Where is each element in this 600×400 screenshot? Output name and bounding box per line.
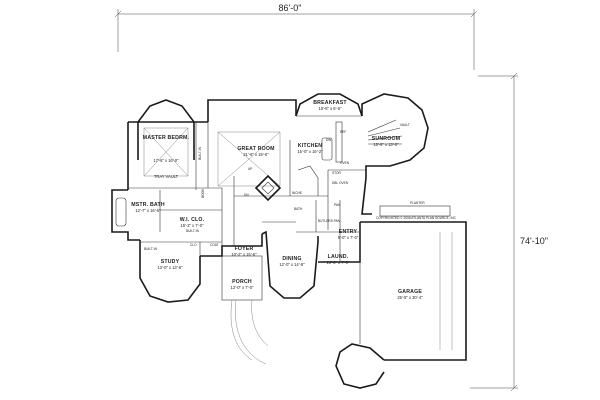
annotation-butlers-pan: BUTLERS PAN: [318, 219, 341, 223]
porch-outline: [221, 255, 269, 365]
annotation-planter: PLANTER: [410, 201, 425, 205]
room-name: BREAKFAST: [313, 100, 347, 106]
room-dining: DINING 12'-0" x 14'-8": [279, 256, 305, 267]
room-note: TRAY VAULT: [154, 174, 179, 179]
annotation-dn: DN: [244, 193, 249, 197]
annotation-closet: CLO: [190, 243, 197, 247]
room-kitchen: KITCHEN 15'-0" x 16'-2": [297, 143, 323, 154]
room-size: 25'-8" x 30'-4": [397, 295, 423, 300]
interior-walls: [128, 115, 366, 262]
annotation-pantry: PAN: [334, 203, 341, 207]
room-foyer: FOYER 10'-2" x 15'-6": [231, 246, 257, 257]
room-size: 17'-6" x 16'-0": [153, 158, 179, 163]
room-wi-clo: W.I. CLO. 15'-2" x 7'-0": [180, 217, 205, 228]
room-name: FOYER: [235, 246, 254, 252]
annotation-niche: NICHE: [292, 191, 302, 195]
annotation-built-in-master: BUILT-IN: [198, 146, 202, 160]
overall-depth-label: 74'-10": [520, 236, 548, 246]
annotation-built-in-bath: BUILT-IN: [186, 229, 200, 233]
room-name: STUDY: [161, 259, 180, 265]
room-mstr-bath: MSTR. BATH 12'-7" x 16'-6": [131, 202, 165, 213]
annotation-up: UP: [248, 167, 252, 171]
room-master-bedrm: MASTER BEDRM. 17'-6" x 16'-0" TRAY VAULT: [143, 135, 190, 179]
annotation-dbl-oven: DBL OVEN: [332, 181, 349, 185]
room-size: 21'-6" x 19'-0": [243, 152, 269, 157]
sunroom-stairs: [367, 119, 403, 145]
room-name: MSTR. BATH: [131, 202, 165, 208]
room-name: KITCHEN: [298, 143, 323, 149]
annotation-dw: DW: [326, 138, 331, 142]
room-size: 15'-6" x 13'-0": [373, 142, 399, 147]
room-size: 6'-0" x 7'-0": [338, 235, 359, 240]
room-size: 10'-2" x 15'-6": [231, 252, 257, 257]
annotation-stor: STOR: [332, 171, 341, 175]
room-name: SUNROOM: [372, 136, 401, 142]
fireplace: [254, 174, 282, 202]
room-size: 12'-0" x 7'-0": [231, 285, 254, 290]
annotation-ref: REF: [340, 130, 346, 134]
room-sunroom: SUNROOM 15'-6" x 13'-0": [372, 136, 401, 147]
overall-width-label: 86'-0": [279, 3, 302, 13]
bath-tub: [115, 197, 127, 227]
room-name: GARAGE: [398, 289, 422, 295]
annotation-oven: OVEN: [340, 161, 350, 165]
room-size: 10'-0" x 7'-0": [327, 260, 350, 265]
room-name: W.I. CLO.: [180, 217, 205, 223]
width-dimension-line: [114, 9, 478, 70]
room-entry: ENTRY 6'-0" x 7'-0": [338, 229, 359, 240]
kitchen-fixtures: [297, 121, 343, 196]
annotation-book: BOOK: [201, 188, 205, 198]
room-great-room: GREAT ROOM 21'-6" x 19'-0": [237, 146, 274, 157]
room-laund: LAUND. 10'-0" x 7'-0": [327, 254, 350, 265]
room-size: 15'-0" x 16'-2": [297, 149, 323, 154]
room-name: PORCH: [232, 279, 252, 285]
annotation-coat: COAT: [210, 243, 219, 247]
room-name: MASTER BEDRM.: [143, 135, 190, 141]
room-size: 12'-7" x 16'-6": [135, 208, 161, 213]
room-garage: GARAGE 25'-8" x 30'-4": [397, 289, 423, 300]
depth-dimension-line: [470, 72, 518, 392]
annotation-vault: VAULT: [400, 123, 410, 127]
room-porch: PORCH 12'-0" x 7'-0": [231, 279, 254, 290]
room-size: 13'-0" x 13'-6": [157, 265, 183, 270]
room-size: 12'-0" x 14'-8": [279, 262, 305, 267]
annotation-bath: BATH: [294, 207, 303, 211]
room-size: 15'-2" x 7'-0": [181, 223, 204, 228]
room-size: 15'-6" x 6'-6": [319, 106, 342, 111]
copyright-text: COPYRIGHTED © 2006 ATLANTA PLAN SOURCE, …: [376, 216, 457, 220]
room-name: ENTRY: [339, 229, 358, 235]
room-name: DINING: [282, 256, 301, 262]
annotation-built-in-study: BUILT-IN: [144, 247, 158, 251]
room-study: STUDY 13'-0" x 13'-6": [157, 259, 183, 270]
garage-outline: [335, 205, 467, 389]
room-name: GREAT ROOM: [237, 146, 274, 152]
room-breakfast: BREAKFAST 15'-6" x 6'-6": [313, 100, 347, 111]
room-name: LAUND.: [328, 254, 349, 260]
